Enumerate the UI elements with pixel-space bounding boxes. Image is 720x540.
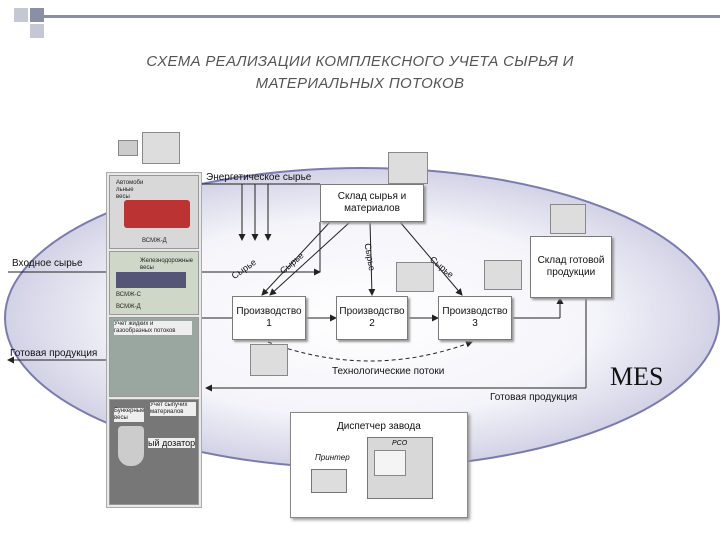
title-bullet-1 xyxy=(14,8,28,22)
page-title-line2: МАТЕРИАЛЬНЫХ ПОТОКОВ xyxy=(255,75,465,92)
bulk-tile: Бункерные весы Учет сыпучих материалов ы… xyxy=(109,399,199,505)
rail-scale-tile: Железнодорожные весы ВСМЖ-С ВСМЖ-Д xyxy=(109,251,199,315)
hopper-image xyxy=(118,426,144,466)
finished-bottom-label: Готовая продукция xyxy=(490,392,578,403)
warehouse-finished-box: Склад готовой продукции xyxy=(530,236,612,298)
dispatcher-screen xyxy=(374,450,406,476)
dispatcher-computer: PCO xyxy=(367,437,433,499)
bulk-caption: Учет сыпучих материалов xyxy=(150,402,196,416)
computer-prod2 xyxy=(396,262,434,292)
rail-image xyxy=(116,272,186,288)
scale-label-1: ВСМЖ-Д xyxy=(142,238,167,244)
scale-label-2: ВСМЖ-С xyxy=(116,292,141,298)
computer-right xyxy=(550,204,586,234)
liquid-flow-tile: Учет жидких и газообразных потоков xyxy=(109,317,199,397)
computer-warehouse xyxy=(388,152,428,184)
title-bullet-3 xyxy=(30,24,44,38)
dispatcher-panel: Диспетчер завода Принтер PCO xyxy=(290,412,468,518)
production-1-box: Производство 1 xyxy=(232,296,306,340)
page-title-line1: СХЕМА РЕАЛИЗАЦИИ КОМПЛЕКСНОГО УЧЕТА СЫРЬ… xyxy=(146,53,574,70)
title-bullet-2 xyxy=(30,8,44,22)
input-raw-label: Входное сырье xyxy=(12,258,83,269)
finished-left-label: Готовая продукция xyxy=(10,348,98,359)
mes-label: MES xyxy=(610,362,664,391)
production-3-box: Производство 3 xyxy=(438,296,512,340)
computer-prod1 xyxy=(250,344,288,376)
dispatcher-printer xyxy=(311,469,347,493)
dosing-caption: ый дозатор xyxy=(148,438,196,448)
rail-scale-caption: Железнодорожные весы xyxy=(140,258,194,271)
energy-raw-label: Энергетическое сырье xyxy=(206,172,312,183)
liquid-flow-caption: Учет жидких и газообразных потоков xyxy=(114,321,192,335)
truck-scale-tile: Автомоби льные весы ВСМЖ-Д xyxy=(109,175,199,249)
truck-image xyxy=(124,200,190,228)
title-rule xyxy=(44,15,720,18)
tech-flows-label: Технологические потоки xyxy=(332,366,445,377)
computer-top xyxy=(142,132,180,164)
bunker-caption: Бункерные весы xyxy=(114,408,145,422)
dispatcher-pc-label: PCO xyxy=(392,440,408,447)
computer-prod3 xyxy=(484,260,522,290)
truck-scale-caption: Автомоби льные весы xyxy=(116,180,144,200)
production-2-box: Производство 2 xyxy=(336,296,408,340)
dispatcher-title: Диспетчер завода xyxy=(337,421,421,432)
printer-top xyxy=(118,140,138,156)
scale-label-3: ВСМЖ-Д xyxy=(116,304,141,310)
warehouse-raw-box: Склад сырья и материалов xyxy=(320,184,424,222)
dispatcher-printer-label: Принтер xyxy=(315,453,350,462)
